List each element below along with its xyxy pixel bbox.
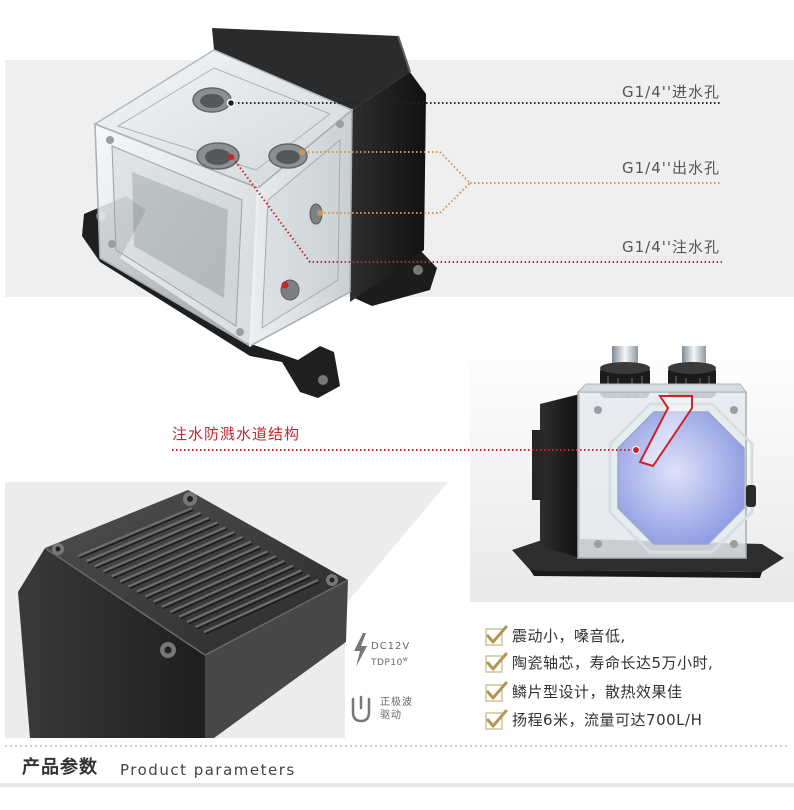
- heatsink-fin: [144, 545, 260, 598]
- heatsink-fin: [195, 574, 311, 628]
- heatsink-fin-shadow: [188, 571, 304, 625]
- section-title-en: Product parameters: [120, 761, 296, 779]
- heatsink-fin-shadow: [79, 509, 194, 559]
- callout-dot-outlet: [299, 149, 305, 155]
- label-outlet: G1/4''出水孔: [621, 159, 720, 177]
- callout-outlet: [299, 149, 722, 216]
- heatsink-fin: [119, 530, 235, 583]
- heatsink-fin-shadow: [163, 557, 278, 610]
- heatsink-fin-shadow: [179, 566, 295, 620]
- callout-dot-splash: [632, 446, 640, 454]
- heatsink-fin-shadow: [154, 552, 270, 605]
- checkmark-icon: [485, 709, 508, 730]
- heatsink-fin-shadow: [87, 514, 203, 564]
- heatsink-fin: [136, 540, 252, 593]
- heatsink-fin-shadow: [196, 576, 312, 630]
- heatsink-fins: [77, 506, 320, 635]
- heatsink-fin: [77, 506, 193, 558]
- callout-line-outlet: [304, 151, 472, 214]
- heatsink-fin-shadow: [112, 528, 228, 580]
- checkmark-icon: [485, 625, 508, 646]
- heatsink-fin: [203, 578, 319, 634]
- feature-item: 鳞片型设计，散热效果佳: [512, 683, 683, 701]
- callout-fill-port: [228, 154, 722, 289]
- pump-top-illustration: [82, 28, 437, 398]
- label-fill-port: G1/4''注水孔: [621, 238, 720, 256]
- screw: [594, 540, 602, 548]
- spec-tdp: TDP10w: [371, 654, 408, 669]
- screw: [236, 328, 244, 336]
- callout-line-fill: [232, 157, 722, 263]
- pump-chamber-window: [617, 411, 745, 545]
- mount-hole: [318, 375, 328, 385]
- splash-channel-outline: [638, 395, 693, 468]
- heatsink-fin-shadow: [95, 518, 211, 569]
- heatsink-fin-shadow: [104, 523, 220, 574]
- heatsink-front-face: [18, 548, 205, 738]
- callout-dot-inlet: [226, 98, 236, 108]
- feature-item: 陶瓷轴芯，寿命长达5万小时,: [512, 654, 714, 672]
- label-inlet: G1/4''进水孔: [621, 83, 720, 101]
- heatsink-fin: [178, 564, 294, 618]
- screw: [108, 240, 116, 248]
- pump-motor-side: [540, 394, 580, 558]
- spec-drive-line1: 正极波: [380, 697, 413, 708]
- section-divider-bar: [0, 783, 794, 787]
- heatsink-fin: [161, 554, 277, 608]
- screw: [336, 120, 344, 128]
- sine-wave-icon: [351, 695, 371, 723]
- feature-item: 扬程6米，流量可达700L/H: [512, 711, 703, 729]
- lightning-icon: [354, 633, 367, 667]
- section-title-cn: 产品参数: [22, 757, 98, 778]
- spec-voltage: DC12V: [371, 641, 411, 652]
- heatsink-fin: [102, 521, 218, 573]
- screw: [730, 540, 738, 548]
- heatsink-fin: [85, 511, 201, 563]
- feature-item: 震动小，嗓音低,: [512, 627, 626, 645]
- motor-housing-side: [350, 72, 426, 302]
- screw: [594, 406, 602, 414]
- spec-tdp-value: TDP10: [371, 658, 403, 668]
- label-splash-structure: 注水防溅水道结构: [172, 425, 301, 443]
- heatsink-fin-shadow: [205, 581, 320, 635]
- callout-inlet: [226, 98, 722, 108]
- heatsink-fin: [153, 550, 269, 603]
- heatsink-fin-shadow: [171, 562, 287, 615]
- screw: [106, 136, 114, 144]
- pump-front-illustration: [512, 346, 784, 578]
- mount-hole: [413, 265, 423, 275]
- heatsink-fin-shadow: [129, 538, 245, 590]
- heatsink-fin: [186, 569, 302, 623]
- callout-dot-fill: [228, 154, 234, 160]
- callout-dot-outlet: [317, 210, 323, 216]
- heatsink-fin: [111, 526, 227, 578]
- screw: [730, 406, 738, 414]
- heatsink-fin-shadow: [121, 533, 236, 585]
- spec-drive-line2: 驱动: [380, 710, 402, 721]
- side-knob: [746, 485, 756, 507]
- heatsink-fin: [169, 559, 285, 613]
- motor-housing-top: [212, 28, 410, 110]
- spec-tdp-unit: w: [402, 656, 409, 663]
- checkmark-icon: [485, 652, 508, 673]
- heatsink-fin: [127, 535, 243, 588]
- callout-splash: [172, 446, 640, 454]
- checkmark-icon: [485, 681, 508, 702]
- callout-dot-fill: [281, 281, 289, 289]
- heatsink-fin-shadow: [146, 547, 262, 600]
- heatsink-fin-shadow: [137, 542, 253, 595]
- heatsink-fin: [94, 516, 210, 568]
- heatsink-side-face: [205, 580, 348, 738]
- heatsink-top-face: [45, 490, 348, 655]
- heatsink-illustration: [18, 490, 349, 738]
